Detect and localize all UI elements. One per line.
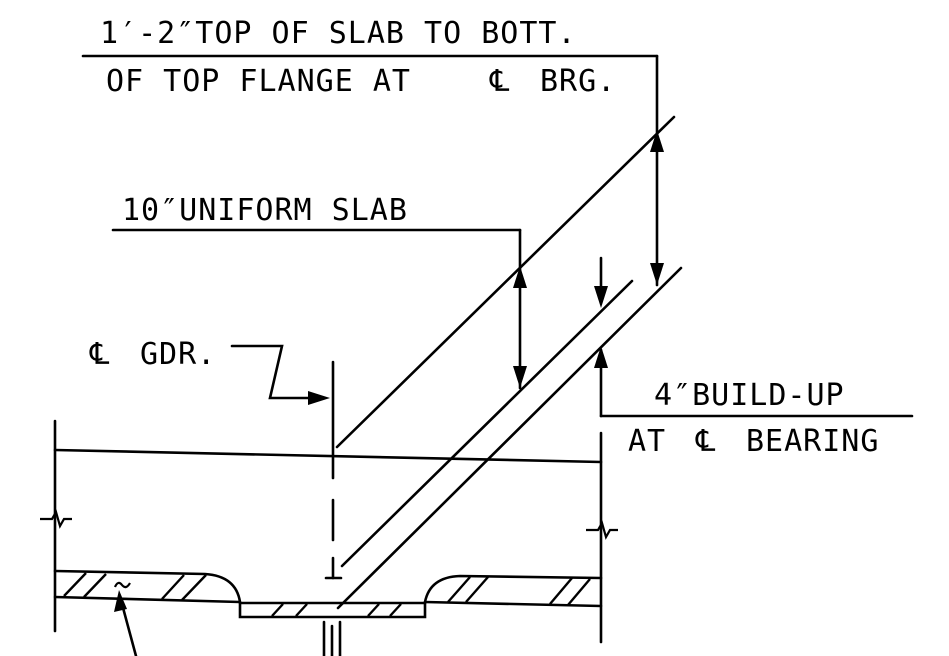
bottom-leader-arrow xyxy=(114,590,127,612)
slab-top-skew-line xyxy=(335,115,676,449)
flange-hatching xyxy=(63,572,591,617)
label-top-of-slab-line1: 1′-2″TOP OF SLAB TO BOTT. xyxy=(100,16,577,51)
girder-leader-arrow xyxy=(308,391,330,405)
label-buildup-line2-start: AT xyxy=(628,424,666,459)
top-dim-arrow-up xyxy=(650,130,664,152)
top-of-girder-line xyxy=(53,448,603,464)
break-symbol-right xyxy=(586,520,618,540)
buildup-arrow-down xyxy=(594,286,608,308)
uniform-slab-arrow-down xyxy=(513,366,527,388)
bottom-leader-line xyxy=(120,602,138,656)
top-dim-arrow-down xyxy=(650,263,664,285)
label-uniform-slab: 10″UNIFORM SLAB xyxy=(122,193,408,228)
label-girder: GDR. xyxy=(140,337,216,372)
centerline-symbol-brg: ℄ xyxy=(489,64,510,99)
slab-bottom-skew-line-2 xyxy=(336,266,683,610)
flange-top-outline xyxy=(53,569,603,619)
slab-bottom-skew-line-1 xyxy=(340,279,634,568)
girder-leader xyxy=(230,344,320,400)
uniform-slab-arrow-up xyxy=(513,266,527,288)
break-symbol-left xyxy=(40,509,72,529)
label-buildup-line1: 4″BUILD-UP xyxy=(654,378,845,413)
right-flange-bottom xyxy=(423,600,603,608)
label-top-of-slab-line2-end: BRG. xyxy=(540,64,616,99)
label-buildup-line2-end: BEARING xyxy=(746,424,879,459)
centerline-symbol-gdr: ℄ xyxy=(89,337,110,372)
centerline-symbol-bearing: ℄ xyxy=(695,424,716,459)
flange-note-mark xyxy=(113,581,131,589)
buildup-arrow-up xyxy=(594,346,608,368)
label-top-of-slab-line2: OF TOP FLANGE AT xyxy=(106,64,411,99)
left-flange-bottom xyxy=(53,595,242,604)
